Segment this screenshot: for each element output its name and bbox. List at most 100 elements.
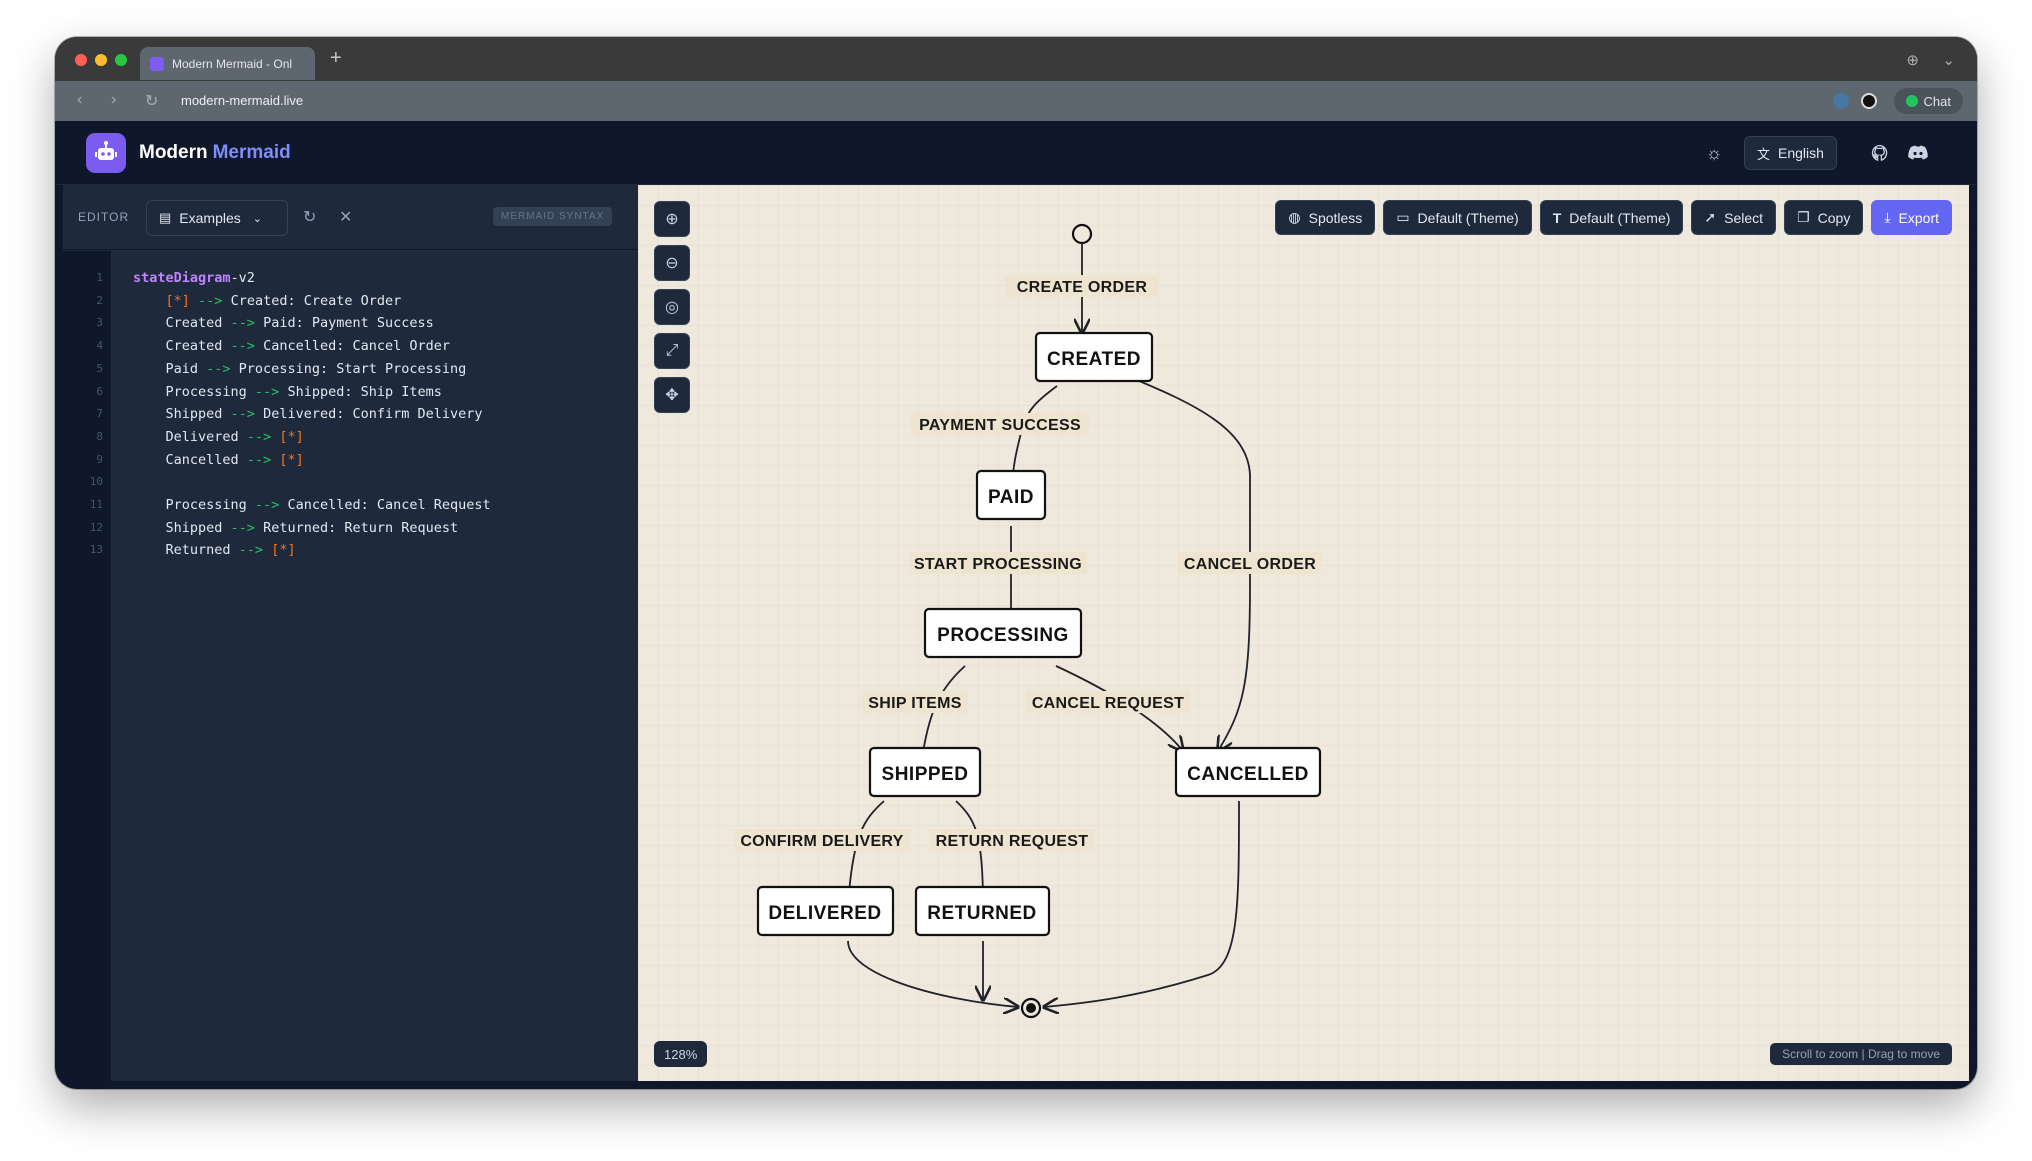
svg-text:START PROCESSING: START PROCESSING (914, 556, 1082, 573)
code-indent (133, 361, 166, 377)
code-indent (133, 293, 166, 309)
zoom-out-icon[interactable]: ⊖ (654, 245, 690, 281)
code-token: --> (246, 451, 272, 468)
end-state[interactable] (1020, 997, 1042, 1019)
close-window-icon[interactable] (75, 54, 87, 66)
code-line: Processing --> Cancelled: Cancel Request (133, 497, 491, 513)
select-button[interactable]: ➚ Select (1691, 200, 1777, 235)
address-bar: ‹ › ↻ modern-mermaid.live Chat (55, 81, 1977, 121)
export-button[interactable]: ⤓ Export (1871, 200, 1952, 235)
chevron-down-icon: ⌄ (252, 212, 262, 225)
line-number: 2 (96, 293, 103, 307)
code-token: Returned (165, 542, 239, 559)
spotless-label: Spotless (1308, 209, 1363, 226)
browser-tab[interactable]: Modern Mermaid - Onl (140, 47, 315, 80)
line-number: 12 (89, 520, 103, 534)
center-target-icon[interactable]: ◎ (654, 289, 690, 325)
app-header: Modern Mermaid ☼ 文 English (55, 121, 1977, 185)
browser-tab-bar: Modern Mermaid - Onl + ⊕ ⌄ (55, 37, 1977, 81)
diagram-canvas[interactable]: CREATE ORDER PAYMENT SUCCESS START PROCE… (638, 185, 1969, 1081)
chat-button[interactable]: Chat (1893, 88, 1963, 114)
line-number: 4 (96, 339, 103, 353)
svg-text:SHIP ITEMS: SHIP ITEMS (868, 695, 961, 712)
code-token (190, 293, 198, 309)
examples-label: Examples (179, 210, 241, 226)
syntax-badge: MERMAID SYNTAX (493, 207, 613, 226)
state-cancelled[interactable]: CANCELLED (1174, 746, 1322, 798)
discord-icon[interactable] (1906, 141, 1930, 165)
maximize-window-icon[interactable] (115, 54, 127, 66)
code-indent (133, 406, 166, 422)
extension-icon[interactable] (1833, 93, 1849, 109)
palette-icon: ◍ (1288, 209, 1301, 225)
edge-label-ship-items: SHIP ITEMS (862, 691, 968, 713)
minimize-window-icon[interactable] (95, 54, 107, 66)
code-indent (133, 384, 166, 400)
chevron-down-icon[interactable]: ⌄ (1942, 52, 1955, 69)
svg-text:CREATE ORDER: CREATE ORDER (1017, 279, 1148, 296)
brand-name: Modern Mermaid (139, 142, 291, 164)
edge-label-start-processing: START PROCESSING (909, 552, 1087, 574)
state-paid[interactable]: PAID (975, 469, 1047, 521)
chat-icon (1905, 95, 1918, 107)
state-delivered[interactable]: DELIVERED (756, 885, 895, 937)
chat-label: Chat (1923, 93, 1951, 109)
download-icon[interactable]: ⊕ (1906, 52, 1919, 69)
code-token: -v2 (230, 270, 255, 286)
pan-move-icon[interactable]: ✥ (654, 377, 690, 413)
code-token: [*] (165, 292, 190, 309)
state-shipped[interactable]: SHIPPED (868, 746, 982, 798)
code-line: Shipped --> Delivered: Confirm Delivery (133, 406, 483, 422)
new-tab-button[interactable]: + (330, 47, 342, 69)
code-token: Delivered: Confirm Delivery (254, 406, 483, 423)
svg-text:CANCEL REQUEST: CANCEL REQUEST (1032, 695, 1184, 712)
svg-text:CANCELLED: CANCELLED (1187, 764, 1309, 785)
fit-screen-icon[interactable]: ⤢ (654, 333, 690, 369)
close-icon[interactable]: ✕ (339, 209, 353, 226)
code-token: Cancelled: Cancel Request (279, 497, 491, 513)
svg-text:PROCESSING: PROCESSING (937, 625, 1069, 646)
font-theme-button[interactable]: T Default (Theme) (1539, 200, 1684, 235)
state-diagram: CREATE ORDER PAYMENT SUCCESS START PROCE… (734, 223, 1322, 1019)
url-field[interactable]: modern-mermaid.live (181, 93, 304, 108)
edge-label-create-order: CREATE ORDER (1005, 275, 1159, 297)
language-button[interactable]: 文 English (1744, 136, 1837, 170)
mail-extension-icon[interactable] (1861, 93, 1877, 109)
state-returned[interactable]: RETURNED (914, 885, 1051, 937)
code-token: Cancelled (165, 451, 247, 468)
code-token: Processing (165, 497, 255, 513)
code-token: [*] (279, 451, 304, 468)
diagram-theme-button[interactable]: ▭ Default (Theme) (1383, 200, 1532, 235)
edge-label-cancel-order: CANCEL ORDER (1179, 552, 1321, 574)
svg-text:SHIPPED: SHIPPED (882, 764, 969, 785)
editor-toolbar: EDITOR ▤ Examples ⌄ ↻ ✕ MERMAID SYNTAX (63, 185, 638, 250)
state-processing[interactable]: PROCESSING (923, 607, 1083, 659)
code-line: [*] --> Created: Create Order (133, 292, 402, 309)
forward-icon[interactable]: › (111, 91, 117, 108)
line-number: 8 (96, 429, 103, 443)
code-line: Shipped --> Returned: Return Request (133, 520, 459, 536)
examples-dropdown[interactable]: ▤ Examples ⌄ (146, 200, 288, 236)
code-token: --> (198, 292, 223, 309)
code-token: Shipped: Ship Items (279, 383, 442, 400)
canvas-hint: Scroll to zoom | Drag to move (1770, 1043, 1952, 1065)
browser-window: Modern Mermaid - Onl + ⊕ ⌄ ‹ › ↻ modern-… (55, 37, 1977, 1089)
code-line: Delivered --> [*] (133, 429, 304, 445)
zoom-in-icon[interactable]: ⊕ (654, 201, 690, 237)
reload-icon[interactable]: ↻ (145, 93, 159, 110)
copy-button[interactable]: ❐ Copy (1784, 200, 1864, 235)
start-state[interactable] (1071, 223, 1093, 245)
code-indent (133, 315, 166, 331)
state-created[interactable]: CREATED (1034, 331, 1154, 383)
refresh-icon[interactable]: ↻ (303, 209, 317, 226)
code-token: [*] (279, 428, 304, 445)
github-icon[interactable] (1868, 141, 1892, 165)
code-token (263, 542, 271, 558)
code-token: [*] (271, 542, 296, 559)
sun-icon[interactable]: ☼ (1705, 142, 1723, 163)
line-number: 1 (96, 271, 103, 284)
back-icon[interactable]: ‹ (77, 91, 83, 108)
spotless-button[interactable]: ◍ Spotless (1275, 200, 1376, 235)
diagram-theme-label: Default (Theme) (1417, 209, 1519, 226)
